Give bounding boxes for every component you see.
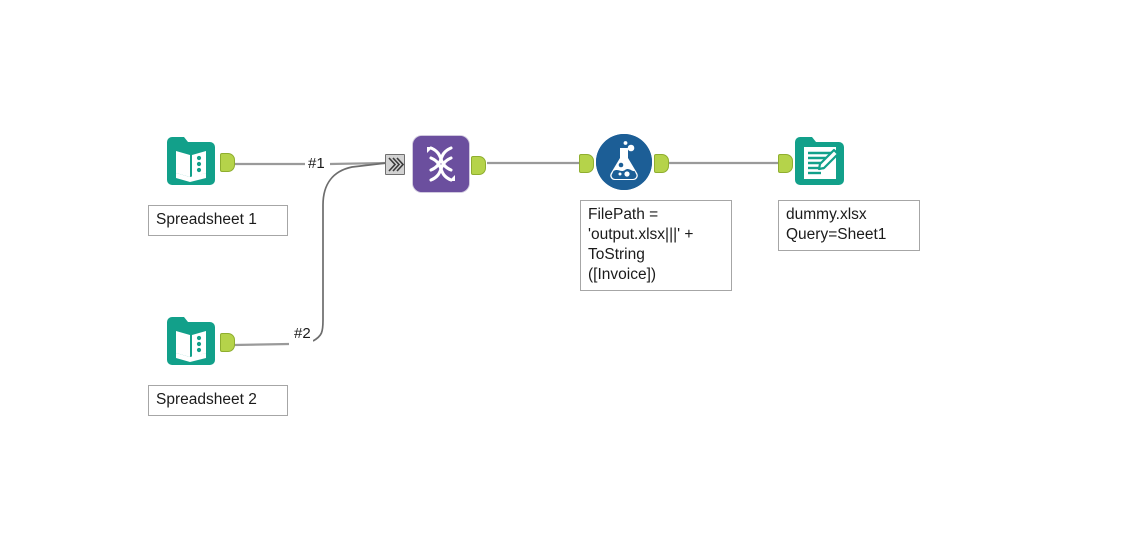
formula-flask-icon[interactable] [596,134,652,190]
spreadsheet-input-icon[interactable] [163,133,219,189]
label-formula-expression[interactable]: FilePath = 'output.xlsx|||' + ToString (… [580,200,732,291]
wire-input2-to-union[interactable] [233,162,387,347]
multi-input-connector-union[interactable] [385,154,405,175]
output-connector-input-2[interactable] [220,333,235,352]
output-connector-input-1[interactable] [220,153,235,172]
union-helix-icon[interactable] [413,136,469,192]
spreadsheet-output-icon[interactable] [792,133,848,189]
label-output-config[interactable]: dummy.xlsx Query=Sheet1 [778,200,920,251]
output-connector-union[interactable] [471,156,486,175]
wire-tag-1: #1 [306,155,327,172]
wire-tag-2: #2 [292,325,313,342]
output-connector-formula[interactable] [654,154,669,173]
label-spreadsheet-2[interactable]: Spreadsheet 2 [148,385,288,416]
spreadsheet-input-icon[interactable] [163,313,219,369]
input-connector-output[interactable] [778,154,793,173]
label-spreadsheet-1[interactable]: Spreadsheet 1 [148,205,288,236]
input-connector-formula[interactable] [579,154,594,173]
